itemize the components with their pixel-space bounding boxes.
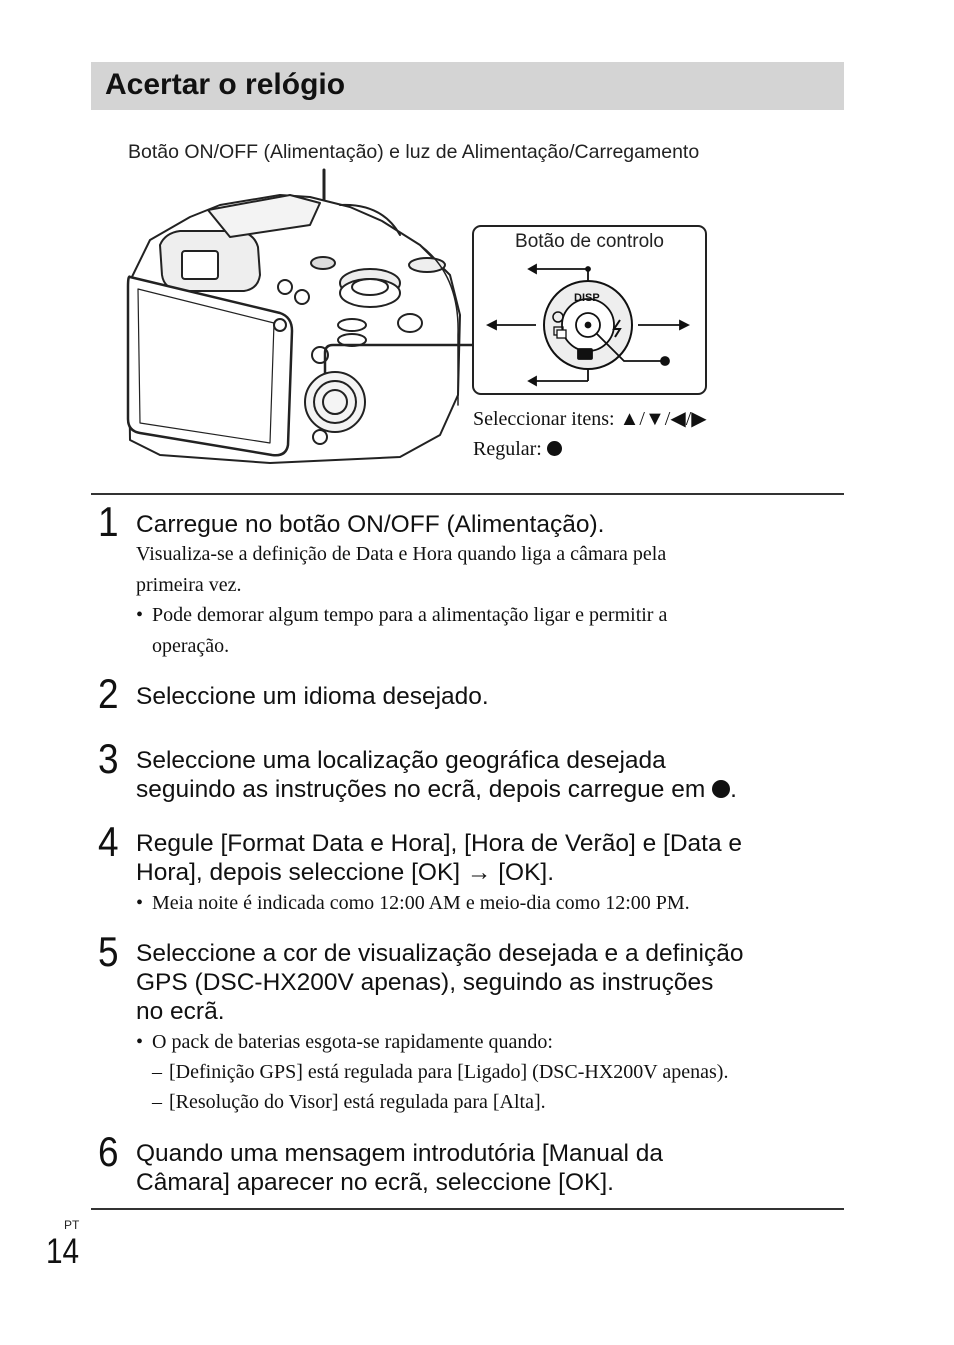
step-4-title: Regule [Format Data e Hora], [Hora de Ve… (136, 829, 846, 887)
step-5-title: Seleccione a cor de visualização desejad… (136, 939, 846, 1026)
bullet-marker: • (136, 892, 144, 914)
page-number: 14 (46, 1232, 80, 1271)
dash-marker: – (152, 1061, 162, 1083)
step-3-number: 3 (98, 735, 119, 782)
divider-top (91, 493, 844, 495)
step-1-bullet-line1: Pode demorar algum tempo para a alimenta… (152, 604, 668, 626)
page-language: PT (64, 1218, 80, 1232)
step-6-number: 6 (98, 1128, 119, 1175)
center-button-icon (712, 780, 731, 798)
bullet-marker: • (136, 604, 144, 626)
step-5-title-line1: Seleccione a cor de visualização desejad… (136, 940, 744, 967)
step-1-number: 1 (98, 498, 119, 545)
control-button-title: Botão de controlo (515, 231, 664, 252)
dial-disp-label: DISP (574, 292, 600, 304)
bullet-marker: • (136, 1031, 144, 1053)
step-4-title-line1: Regule [Format Data e Hora], [Hora de Ve… (136, 830, 743, 857)
step-5-title-line3: no ecrã. (136, 998, 225, 1025)
camera-illustration (126, 168, 477, 464)
step-4-title-line2: Hora], depois seleccione [OK] → [OK]. (136, 859, 555, 886)
step-1-bullet: • Pode demorar algum tempo para a alimen… (136, 600, 836, 661)
step-5-title-line2: GPS (DSC-HX200V apenas), seguindo as ins… (136, 969, 714, 996)
step-1-bullet-line2: operação. (152, 634, 230, 657)
step-1-body-line2: primeira vez. (136, 574, 242, 596)
step-6-title: Quando uma mensagem introdutória [Manual… (136, 1139, 846, 1197)
step-2-number: 2 (98, 670, 119, 717)
step-4-bullet: • Meia noite é indicada como 12:00 AM e … (136, 888, 836, 919)
set-label-line: Regular: (473, 438, 562, 461)
dash-marker: – (152, 1091, 162, 1113)
step-5-dash-2-text: [Resolução do Visor] está regulada para … (169, 1091, 546, 1113)
step-5-bullet-text: O pack de baterias esgota-se rapidamente… (152, 1031, 553, 1053)
step-6-title-line1: Quando uma mensagem introdutória [Manual… (136, 1140, 664, 1167)
divider-bottom (91, 1208, 844, 1210)
center-button-icon (546, 441, 562, 456)
set-label: Regular: (473, 438, 547, 460)
section-header: Acertar o relógio (91, 62, 844, 110)
step-4-number: 4 (98, 818, 119, 865)
step-5-dash-1-text: [Definição GPS] está regulada para [Liga… (169, 1061, 729, 1083)
step-1-title: Carregue no botão ON/OFF (Alimentação). (136, 511, 605, 538)
step-1-body-line1: Visualiza-se a definição de Data e Hora … (136, 543, 667, 565)
step-4-bullet-text: Meia noite é indicada como 12:00 AM e me… (152, 892, 690, 914)
control-dial-diagram: DISP (485, 263, 691, 387)
step-5-bullet: • O pack de baterias esgota-se rapidamen… (136, 1027, 836, 1058)
select-items-label: Seleccionar itens: ▲/▼/◀/▶ (473, 408, 707, 430)
step-3-title: Seleccione uma localização geográfica de… (136, 747, 737, 803)
power-button-callout: Botão ON/OFF (Alimentação) e luz de Alim… (128, 141, 700, 163)
step-6-title-line2: Câmara] aparecer no ecrã, seleccione [OK… (136, 1169, 614, 1196)
step-3-title-line1: Seleccione uma localização geográfica de… (136, 747, 666, 774)
step-3-title-line2: seguindo as instruções no ecrã, depois c… (136, 776, 713, 803)
control-button-box: Botão de controlo DISP (472, 225, 707, 395)
step-5-dash-2: – [Resolução do Visor] está regulada par… (152, 1087, 852, 1118)
section-title: Acertar o relógio (105, 68, 346, 101)
step-5-number: 5 (98, 928, 119, 975)
step-2-title: Seleccione um idioma desejado. (136, 683, 489, 710)
step-5-dash-1: – [Definição GPS] está regulada para [Li… (152, 1057, 852, 1088)
